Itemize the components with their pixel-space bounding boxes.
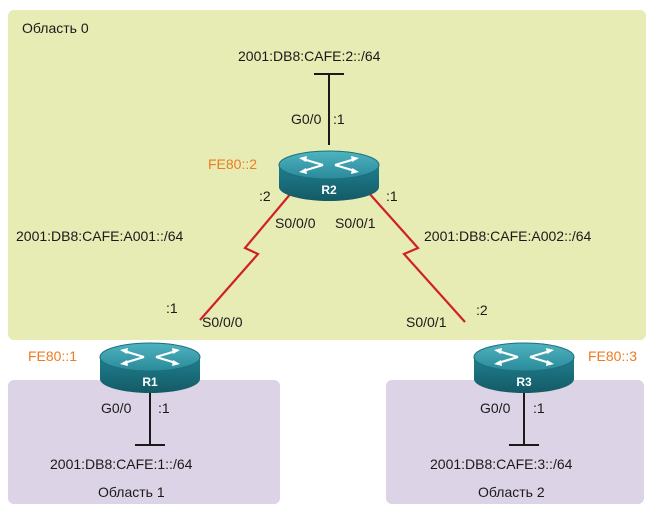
r2-lan-link — [314, 73, 344, 145]
r1-g00-label: G0/0 — [101, 400, 132, 416]
router-r1[interactable]: R1 — [99, 342, 201, 393]
router-r2-label: R2 — [321, 183, 337, 197]
router-r3[interactable]: R3 — [473, 342, 575, 393]
r1-s000-host: :1 — [166, 300, 178, 316]
serial-link-r2-r3 — [367, 191, 466, 323]
area-1-region — [8, 380, 280, 504]
r3-s001-label: S0/0/1 — [406, 314, 447, 330]
serial-link-r1-r2 — [199, 191, 293, 321]
router-r2[interactable]: R2 — [278, 150, 380, 201]
area-2-region — [386, 380, 644, 504]
r2-r3-wan-network: 2001:DB8:CAFE:A002::/64 — [424, 228, 592, 244]
r1-g00-host: :1 — [158, 400, 170, 416]
r1-r2-wan-network: 2001:DB8:CAFE:A001::/64 — [16, 228, 184, 244]
r2-lan-network: 2001:DB8:CAFE:2::/64 — [238, 48, 381, 64]
r2-s001-label: S0/0/1 — [335, 215, 376, 231]
r2-link-local: FE80::2 — [208, 156, 258, 172]
r1-lan-network: 2001:DB8:CAFE:1::/64 — [50, 456, 193, 472]
area-2-label: Область 2 — [478, 484, 545, 500]
router-arrows-icon — [299, 156, 359, 174]
r3-link-local: FE80::3 — [588, 348, 638, 364]
r3-lan-network: 2001:DB8:CAFE:3::/64 — [430, 456, 573, 472]
r2-s001-host: :1 — [386, 188, 398, 204]
r1-s000-label: S0/0/0 — [202, 314, 243, 330]
r2-s000-host: :2 — [259, 188, 271, 204]
r3-g00-label: G0/0 — [480, 400, 511, 416]
r2-g00-label: G0/0 — [291, 111, 322, 127]
r2-g00-host: :1 — [333, 111, 345, 127]
router-arrows-icon — [120, 348, 180, 366]
r2-s000-label: S0/0/0 — [275, 215, 316, 231]
router-r3-label: R3 — [516, 375, 532, 389]
router-arrows-icon — [494, 348, 554, 366]
r3-g00-host: :1 — [533, 400, 545, 416]
area-1-label: Область 1 — [98, 484, 165, 500]
r3-lan-link — [509, 385, 539, 446]
r1-link-local: FE80::1 — [28, 348, 78, 364]
router-r1-label: R1 — [142, 375, 158, 389]
area-0-label: Область 0 — [22, 20, 89, 36]
r3-s001-host: :2 — [476, 302, 488, 318]
r1-lan-link — [135, 385, 165, 446]
